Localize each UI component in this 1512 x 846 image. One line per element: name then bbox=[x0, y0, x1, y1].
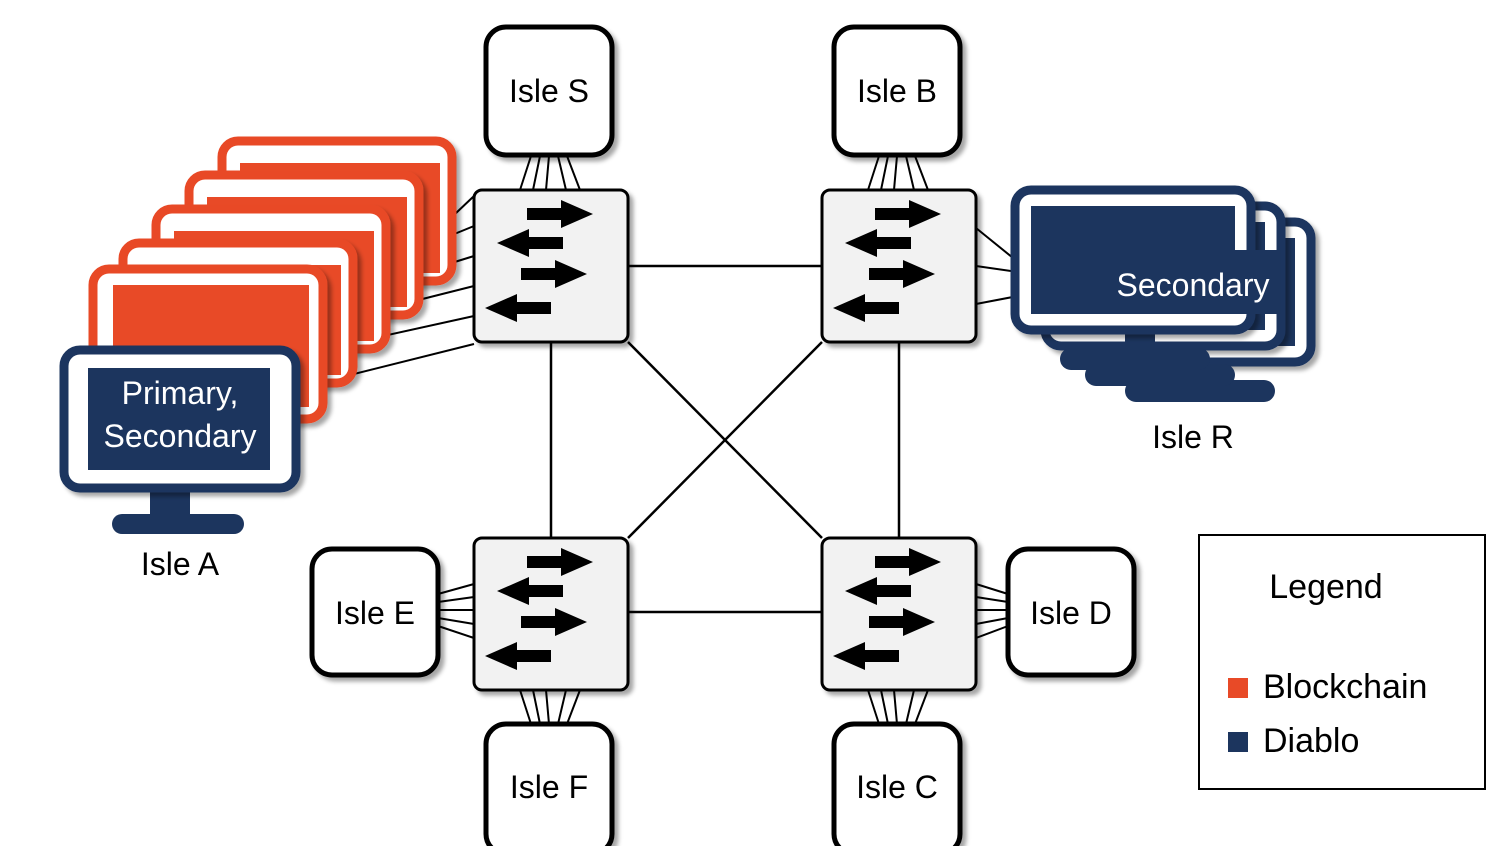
isle-f: Isle F bbox=[483, 721, 615, 846]
switch-bottom-left bbox=[472, 536, 630, 692]
switch-top-left bbox=[472, 188, 630, 344]
isle-d: Isle D bbox=[1005, 546, 1137, 678]
isle-r-monitor-label: Secondary bbox=[1117, 267, 1270, 303]
isle-b: Isle B bbox=[831, 24, 963, 158]
isle-s: Isle S bbox=[483, 24, 615, 158]
isle-c-label: Isle C bbox=[856, 769, 938, 805]
isle-a-monitor-line1: Primary, bbox=[122, 375, 239, 411]
isle-r-monitors: Secondary bbox=[1010, 185, 1316, 402]
isle-d-label: Isle D bbox=[1030, 595, 1112, 631]
legend: Legend Blockchain Diablo bbox=[1198, 534, 1486, 790]
isle-b-label: Isle B bbox=[857, 73, 937, 109]
legend-swatch-blockchain bbox=[1228, 678, 1248, 698]
switch-top-right bbox=[820, 188, 978, 344]
legend-title: Legend bbox=[1269, 568, 1382, 606]
legend-item-blockchain: Blockchain bbox=[1263, 668, 1427, 706]
isle-s-label: Isle S bbox=[509, 73, 589, 109]
switch-links bbox=[549, 264, 901, 614]
legend-item-diablo: Diablo bbox=[1263, 722, 1359, 760]
isle-e: Isle E bbox=[309, 546, 441, 678]
isle-f-label: Isle F bbox=[510, 769, 588, 805]
isle-e-label: Isle E bbox=[335, 595, 415, 631]
isle-c: Isle C bbox=[831, 721, 963, 846]
isle-a-label: Isle A bbox=[141, 546, 220, 582]
isle-r-label: Isle R bbox=[1152, 419, 1234, 455]
isle-a-diablo-monitor: Primary, Secondary bbox=[59, 345, 301, 534]
isle-a-monitor-line2: Secondary bbox=[104, 418, 257, 454]
switch-bottom-right bbox=[820, 536, 978, 692]
legend-swatch-diablo bbox=[1228, 732, 1248, 752]
